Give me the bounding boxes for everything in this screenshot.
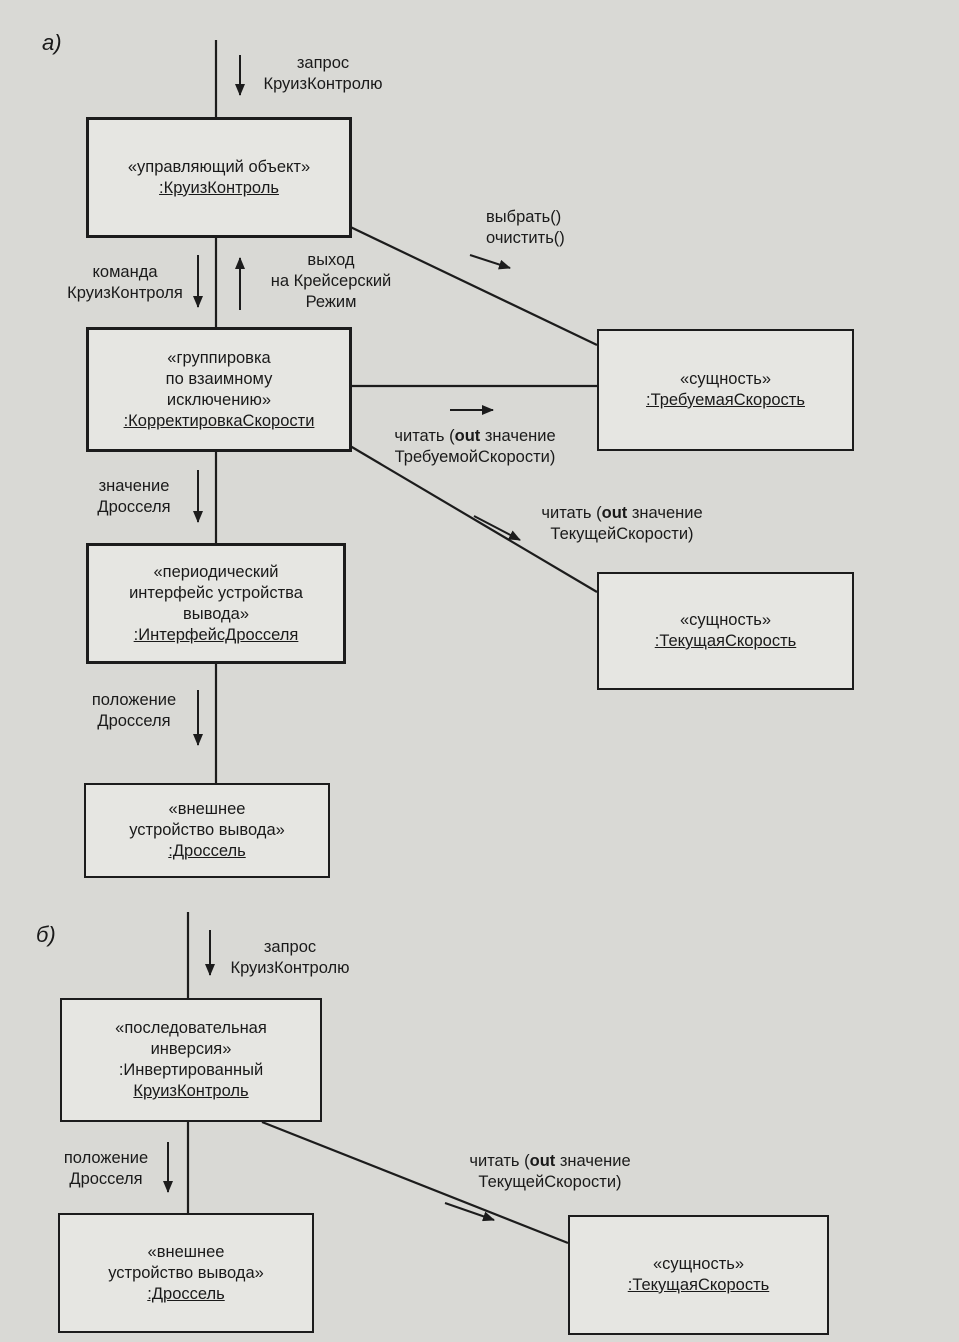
object-name: :ИнтерфейсДросселя xyxy=(133,625,299,644)
link-cc-desiredspeed xyxy=(339,221,598,346)
message-throttle-value: значение Дросселя xyxy=(76,476,192,518)
object-inverted-cruise-control[interactable]: «последовательная инверсия» :Инвертирова… xyxy=(60,998,322,1122)
link-speedadjust-currentspeed xyxy=(339,439,598,593)
message-line: очистить() xyxy=(486,229,565,247)
object-stereotype: «сущность» xyxy=(652,1255,745,1273)
arrow-read-current-b xyxy=(444,1202,495,1222)
message-line: читать (out значение xyxy=(469,1152,631,1170)
object-stereotype: «внешнее xyxy=(168,800,246,818)
object-stereotype: вывода» xyxy=(183,604,249,623)
object-throttle-a[interactable]: «внешнее устройство вывода» :Дроссель xyxy=(84,783,330,878)
object-name: :КорректировкаСкорости xyxy=(123,411,315,430)
object-current-speed-a[interactable]: «сущность» :ТекущаяСкорость xyxy=(597,572,854,690)
object-speed-adjustment[interactable]: «группировка по взаимному исключению» :К… xyxy=(86,327,352,452)
message-select-clear: выбрать() очистить() xyxy=(486,207,565,249)
message-line: Дросселя xyxy=(97,712,171,730)
object-name: :ТекущаяСкорость xyxy=(627,1276,770,1294)
object-cruise-control[interactable]: «управляющий объект» :КруизКонтроль xyxy=(86,117,352,238)
object-throttle-b[interactable]: «внешнее устройство вывода» :Дроссель xyxy=(58,1213,314,1333)
message-throttle-position-b: положение Дросселя xyxy=(48,1148,164,1190)
message-read-desired-speed: читать (out значение ТребуемойСкорости) xyxy=(362,426,588,468)
part-b-label: б) xyxy=(36,922,56,947)
object-stereotype: исключению» xyxy=(166,390,272,409)
object-stereotype: «группировка xyxy=(167,348,271,367)
object-name: :КруизКонтроль xyxy=(159,178,279,197)
message-line: читать (out значение xyxy=(541,504,703,522)
object-stereotype: «управляющий объект» xyxy=(127,157,311,176)
message-line: Режим xyxy=(305,293,357,311)
message-line: выбрать() xyxy=(486,208,562,226)
object-stereotype: инверсия» xyxy=(150,1040,232,1058)
message-read-current-speed-b: читать (out значение ТекущейСкорости) xyxy=(420,1151,680,1193)
message-request-a: запрос КруизКонтролю xyxy=(258,53,388,95)
message-line: читать (out значение xyxy=(394,427,556,445)
object-stereotype: устройство вывода» xyxy=(129,821,285,839)
object-name: :ТребуемаяСкорость xyxy=(646,391,805,409)
object-stereotype: устройство вывода» xyxy=(108,1263,264,1282)
message-line: Дросселя xyxy=(69,1170,143,1188)
object-stereotype: «сущность» xyxy=(679,611,772,629)
object-desired-speed[interactable]: «сущность» :ТребуемаяСкорость xyxy=(597,329,854,451)
arrow-select xyxy=(469,254,511,270)
message-line: положение xyxy=(63,1149,149,1167)
message-line: КруизКонтроля xyxy=(67,284,183,302)
object-name: КруизКонтроль xyxy=(133,1082,249,1100)
message-line: ТекущейСкорости) xyxy=(478,1173,622,1191)
object-stereotype: «внешнее xyxy=(147,1242,225,1261)
message-line: запрос xyxy=(263,938,317,956)
message-line: выход xyxy=(307,251,355,269)
message-request-b: запрос КруизКонтролю xyxy=(224,937,356,979)
object-stereotype: интерфейс устройства xyxy=(129,583,303,602)
object-name: :Дроссель xyxy=(168,842,246,860)
message-line: ТекущейСкорости) xyxy=(550,525,694,543)
message-line: КруизКонтролю xyxy=(230,959,350,977)
message-line: КруизКонтролю xyxy=(263,75,383,93)
object-name: :Дроссель xyxy=(147,1284,225,1303)
object-stereotype: «периодический xyxy=(153,562,279,581)
message-line: положение xyxy=(91,691,177,709)
message-line: команда xyxy=(92,263,158,281)
object-stereotype: по взаимному xyxy=(165,369,273,388)
arrow-read-current-a xyxy=(473,515,521,541)
link-invcc-currentspeed xyxy=(261,1120,569,1245)
message-line: на Крейсерский xyxy=(270,272,392,290)
part-a-label: a) xyxy=(42,30,62,55)
message-command: команда КруизКонтроля xyxy=(60,262,190,304)
message-read-current-speed-a: читать (out значение ТекущейСкорости) xyxy=(488,503,756,545)
object-current-speed-b[interactable]: «сущность» :ТекущаяСкорость xyxy=(568,1215,829,1335)
object-name: :ТекущаяСкорость xyxy=(654,632,797,650)
object-stereotype: «сущность» xyxy=(679,370,772,388)
message-line: Дросселя xyxy=(97,498,171,516)
message-line: запрос xyxy=(296,54,350,72)
message-throttle-position-a: положение Дросселя xyxy=(76,690,192,732)
message-exit-cruise: выход на Крейсерский Режим xyxy=(248,250,414,313)
message-line: ТребуемойСкорости) xyxy=(394,448,556,466)
object-throttle-interface[interactable]: «периодический интерфейс устройства выво… xyxy=(86,543,346,664)
object-stereotype: «последовательная xyxy=(115,1019,267,1037)
message-line: значение xyxy=(98,477,170,495)
object-name: :Инвертированный xyxy=(118,1061,264,1079)
